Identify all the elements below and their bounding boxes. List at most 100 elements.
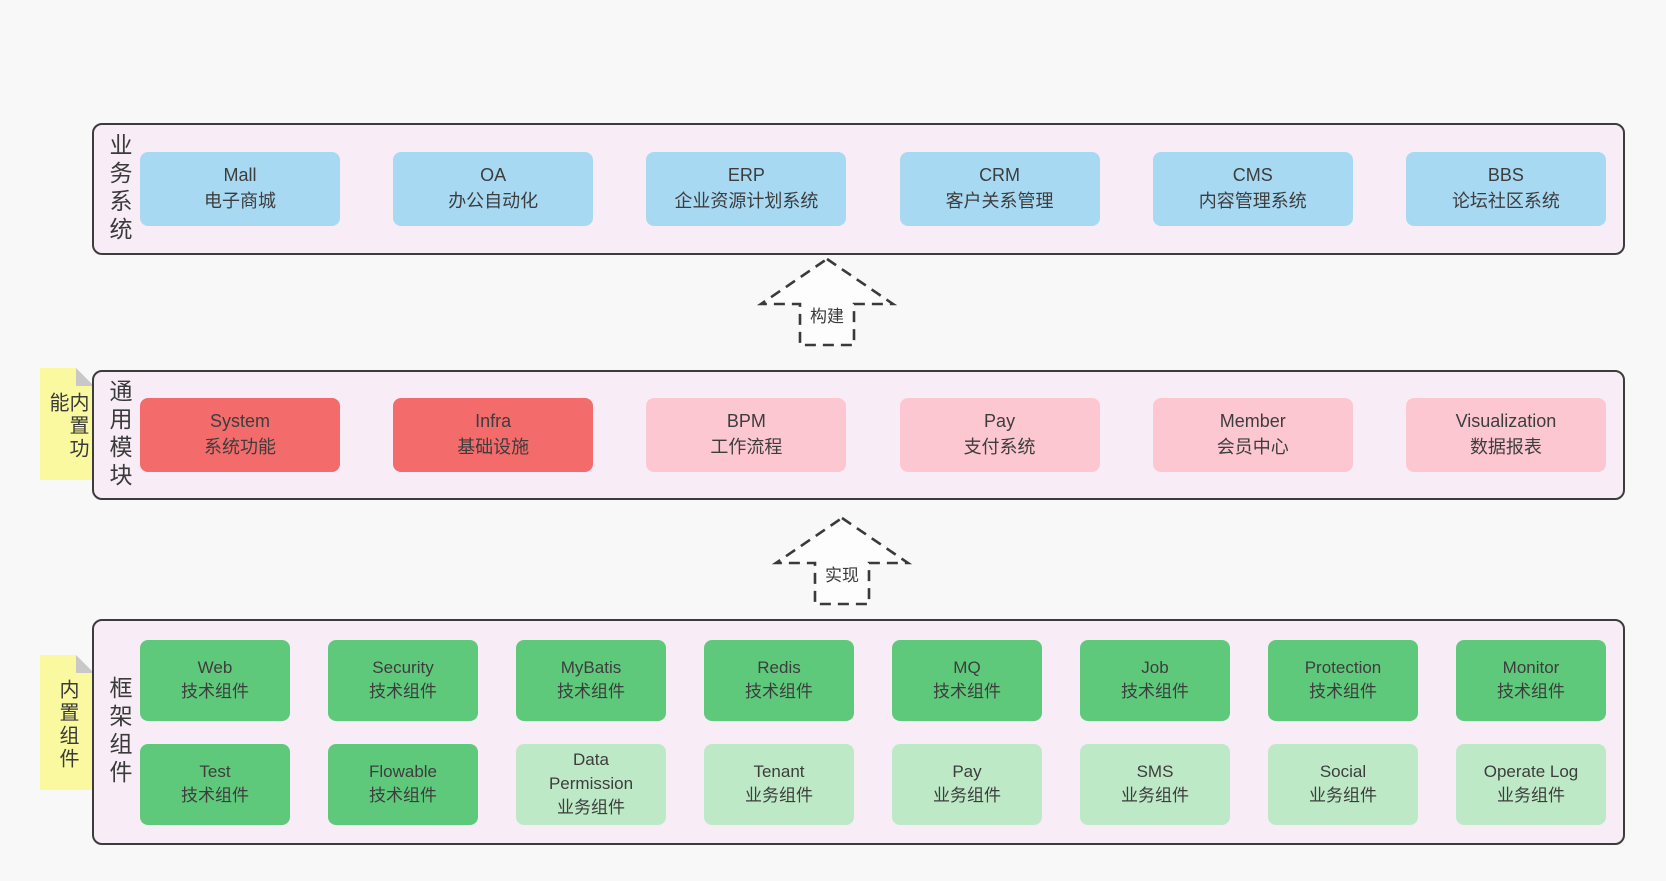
implement-arrow-icon: 实现 (772, 515, 912, 607)
band-label-business: 业务系统 (106, 133, 132, 245)
box-subtitle: 技术组件 (745, 682, 813, 701)
sticky-note-builtin-components: 内置组件 (40, 655, 94, 790)
box-title: ERP (727, 165, 765, 186)
box-title: MQ (953, 657, 981, 677)
box-subtitle: 技术组件 (1121, 682, 1189, 701)
box-subtitle: 技术组件 (557, 682, 625, 701)
box-subtitle: 业务组件 (1497, 786, 1565, 805)
box-subtitle: 论坛社区系统 (1451, 191, 1560, 211)
box-pay-component: Pay 业务组件 (892, 743, 1042, 825)
box-subtitle: 系统功能 (204, 437, 276, 457)
box-subtitle: 客户关系管理 (945, 191, 1054, 211)
box-oa: OA 办公自动化 (393, 152, 594, 226)
box-subtitle: 数据报表 (1469, 437, 1542, 457)
box-subtitle: 办公自动化 (448, 191, 539, 211)
box-web: Web 技术组件 (140, 639, 290, 721)
box-title: Security (372, 657, 434, 677)
box-title: Web (197, 657, 233, 677)
box-title: Protection (1304, 657, 1382, 677)
box-member: Member 会员中心 (1152, 398, 1353, 472)
build-arrow-icon: 构建 (757, 256, 897, 348)
box-mybatis: MyBatis 技术组件 (516, 639, 666, 721)
box-security: Security 技术组件 (328, 639, 478, 721)
box-title: CMS (1232, 165, 1273, 186)
modules-box-row: System 系统功能 Infra 基础设施 BPM 工作流程 Pay 支付系统… (134, 372, 1623, 498)
box-title: Monitor (1502, 657, 1560, 677)
box-title: Data Permission (548, 749, 634, 793)
band-label-modules: 通用模块 (106, 379, 132, 491)
box-monitor: Monitor 技术组件 (1456, 639, 1606, 721)
box-title: BPM (726, 411, 766, 432)
arrow-label-build: 构建 (810, 307, 844, 326)
arrow-label-implement: 实现 (825, 566, 859, 585)
box-subtitle: 基础设施 (457, 437, 530, 457)
band-framework-components: 框架组件 Web 技术组件 Security 技术组件 MyBatis 技术组件… (92, 619, 1625, 845)
box-subtitle: 业务组件 (1309, 786, 1377, 805)
box-job: Job 技术组件 (1080, 639, 1230, 721)
sticky-label: 内置功能 (46, 392, 88, 461)
box-subtitle: 业务组件 (557, 798, 625, 818)
box-visualization: Visualization 数据报表 (1405, 398, 1606, 472)
box-title: Job (1141, 657, 1169, 677)
box-subtitle: 支付系统 (963, 437, 1036, 457)
box-title: MyBatis (560, 657, 622, 677)
box-title: Infra (475, 411, 512, 432)
box-pay-module: Pay 支付系统 (899, 398, 1100, 472)
dashed-up-arrow-icon (772, 516, 912, 606)
box-subtitle: 会员中心 (1216, 437, 1289, 457)
box-bbs: BBS 论坛社区系统 (1405, 152, 1606, 226)
box-sms: SMS 业务组件 (1080, 743, 1230, 825)
box-test: Test 技术组件 (140, 743, 290, 825)
components-row-1: Web 技术组件 Security 技术组件 MyBatis 技术组件 Redi… (140, 639, 1606, 721)
box-tenant: Tenant 业务组件 (704, 743, 854, 825)
box-title: SMS (1136, 761, 1174, 781)
sticky-label: 内置组件 (56, 679, 78, 771)
box-subtitle: 内容管理系统 (1198, 191, 1307, 211)
dashed-up-arrow-icon (757, 257, 897, 347)
box-social: Social 业务组件 (1268, 743, 1418, 825)
box-subtitle: 技术组件 (1309, 682, 1377, 701)
box-mq: MQ 技术组件 (892, 639, 1042, 721)
sticky-note-builtin-functions: 内置功能 (40, 368, 94, 480)
box-subtitle: 业务组件 (1121, 786, 1189, 805)
box-crm: CRM 客户关系管理 (899, 152, 1100, 226)
box-title: Pay (952, 761, 982, 781)
box-title: Tenant (753, 761, 805, 781)
components-rows: Web 技术组件 Security 技术组件 MyBatis 技术组件 Redi… (134, 621, 1623, 843)
box-title: Redis (757, 657, 801, 677)
box-subtitle: 业务组件 (933, 786, 1001, 805)
box-infra: Infra 基础设施 (393, 398, 594, 472)
band-business-systems: 业务系统 Mall 电子商城 OA 办公自动化 ERP 企业资源计划系统 CRM… (92, 123, 1625, 255)
box-subtitle: 技术组件 (181, 786, 249, 805)
box-subtitle: 技术组件 (369, 682, 437, 701)
band-label-components: 框架组件 (106, 676, 132, 788)
box-bpm: BPM 工作流程 (646, 398, 847, 472)
box-title: Flowable (368, 761, 438, 781)
box-subtitle: 企业资源计划系统 (674, 191, 819, 211)
box-operate-log: Operate Log 业务组件 (1456, 743, 1606, 825)
box-subtitle: 技术组件 (933, 682, 1001, 701)
box-title: System (209, 411, 270, 432)
box-title: Member (1219, 411, 1286, 432)
box-flowable: Flowable 技术组件 (328, 743, 478, 825)
box-title: CRM (979, 165, 1021, 186)
box-redis: Redis 技术组件 (704, 639, 854, 721)
box-title: Social (1319, 761, 1367, 781)
box-subtitle: 电子商城 (204, 191, 276, 211)
box-subtitle: 技术组件 (1497, 682, 1565, 701)
box-mall: Mall 电子商城 (140, 152, 340, 226)
business-box-row: Mall 电子商城 OA 办公自动化 ERP 企业资源计划系统 CRM 客户关系… (134, 125, 1623, 253)
box-title: Visualization (1455, 411, 1557, 432)
band-common-modules: 通用模块 System 系统功能 Infra 基础设施 BPM 工作流程 Pay… (92, 370, 1625, 500)
box-title: Operate Log (1483, 761, 1579, 781)
box-title: OA (480, 165, 507, 186)
box-system: System 系统功能 (140, 398, 340, 472)
box-title: Mall (223, 165, 257, 186)
box-title: BBS (1487, 165, 1524, 186)
box-subtitle: 技术组件 (369, 786, 437, 805)
box-title: Test (199, 761, 231, 781)
box-erp: ERP 企业资源计划系统 (646, 152, 847, 226)
box-subtitle: 技术组件 (181, 682, 249, 701)
components-row-2: Test 技术组件 Flowable 技术组件 Data Permission … (140, 743, 1606, 825)
box-cms: CMS 内容管理系统 (1152, 152, 1353, 226)
